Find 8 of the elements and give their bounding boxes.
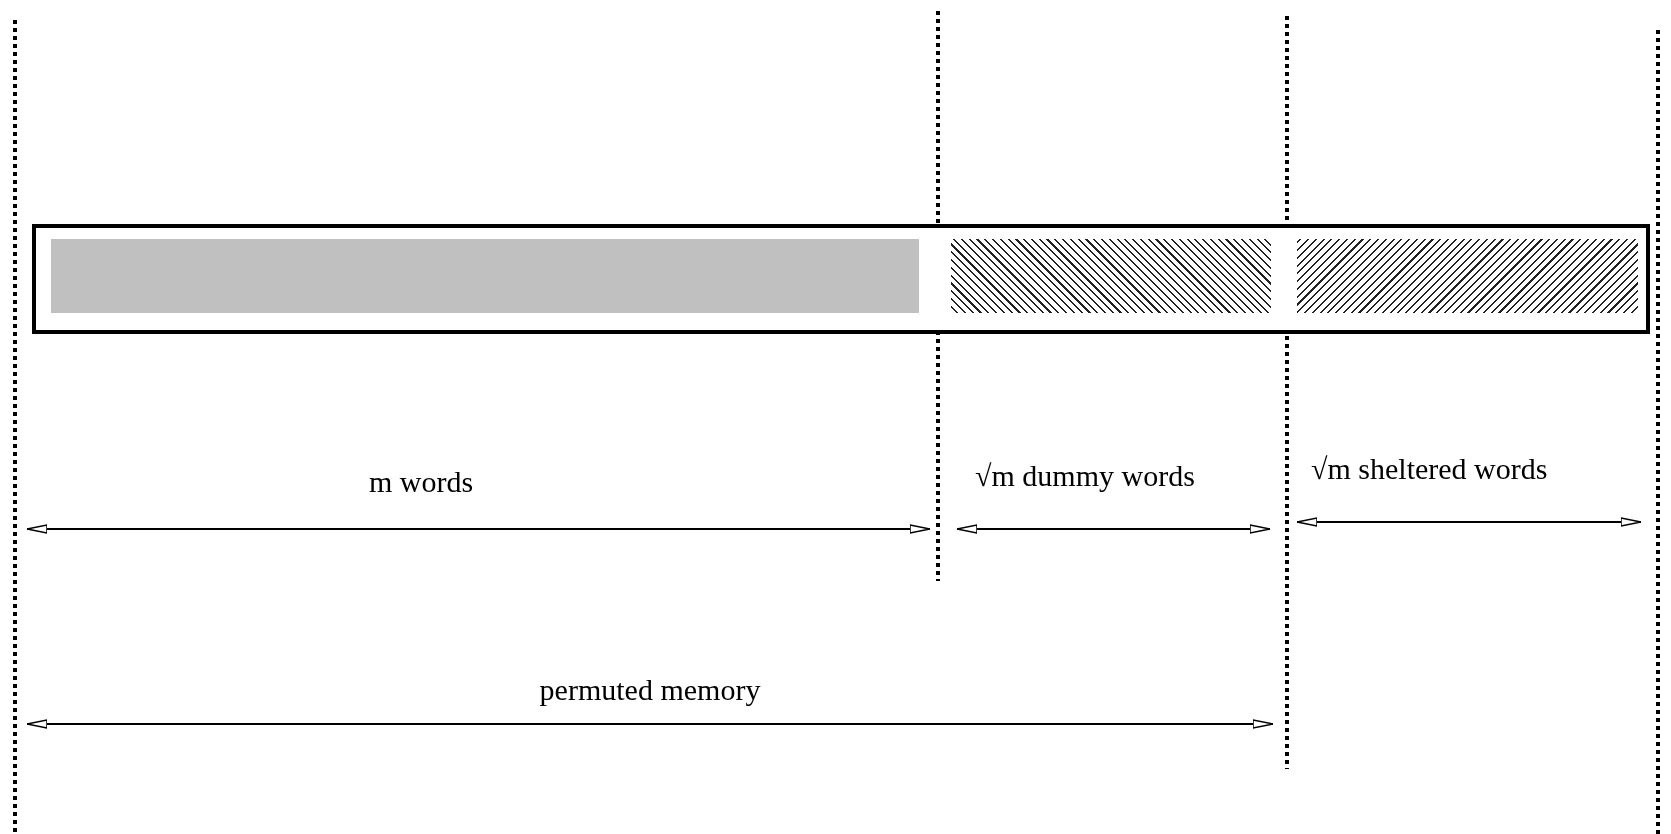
hatched-segment — [1297, 239, 1638, 313]
dimension-label: m words — [368, 465, 474, 499]
dimension-label: √m sheltered words — [1311, 452, 1548, 486]
dimension-label: permuted memory — [539, 673, 761, 707]
filled-segment — [51, 239, 919, 313]
hatched-segment — [951, 239, 1271, 313]
dimension-label: √m dummy words — [975, 459, 1195, 493]
memory-bar — [32, 224, 1650, 334]
